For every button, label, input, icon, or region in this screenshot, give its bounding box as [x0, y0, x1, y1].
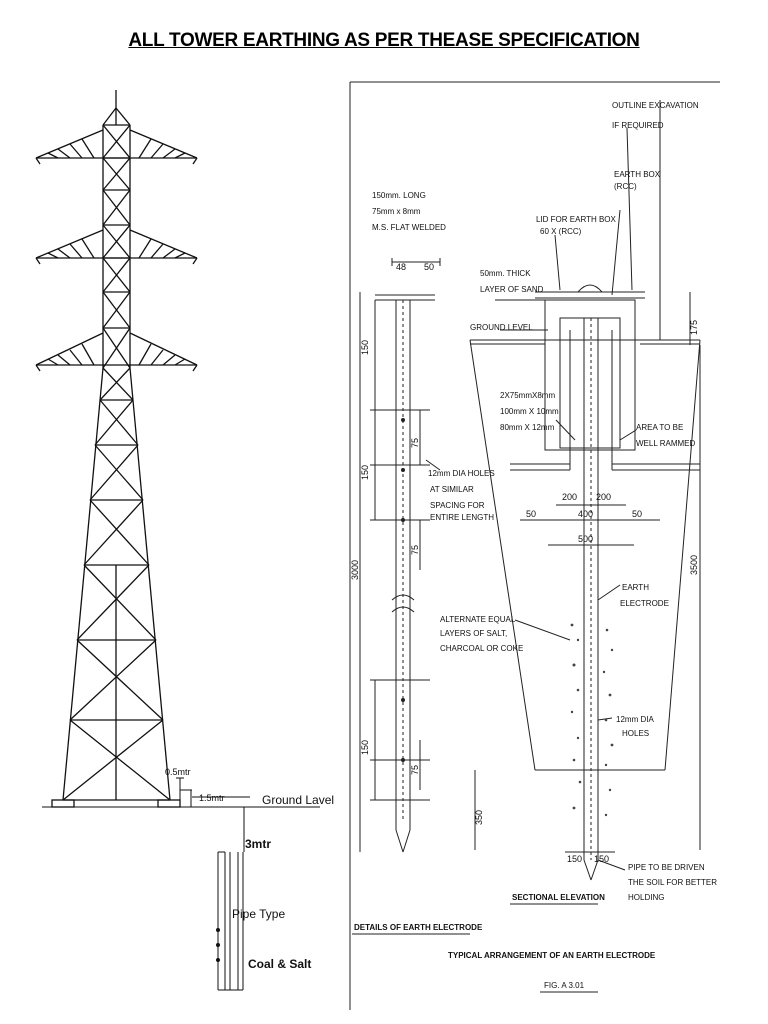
- sectional-elevation-caption: SECTIONAL ELEVATION: [512, 893, 605, 902]
- ground-level-label: GROUND LEVEL: [470, 323, 533, 332]
- rammed-label-1: AREA TO BE: [636, 423, 683, 432]
- label-3mtr: 3mtr: [245, 837, 271, 851]
- electrode-label-2: ELECTRODE: [620, 599, 669, 608]
- earth-box-label: EARTH BOX: [614, 170, 661, 179]
- drawing-frame: [349, 81, 720, 1010]
- lid-label-1: LID FOR EARTH BOX: [536, 215, 617, 224]
- outline-excavation-label: OUTLINE EXCAVATION: [612, 101, 699, 110]
- dim-200-right: 200: [596, 492, 611, 502]
- ground-lavel-label: Ground Lavel: [262, 793, 334, 807]
- sectional-elevation: [469, 100, 701, 881]
- coal-salt-label: Coal & Salt: [248, 957, 311, 971]
- alternate-label-3: CHARCOAL OR COKE: [440, 644, 523, 653]
- typical-arrangement-caption: TYPICAL ARRANGEMENT OF AN EARTH ELECTROD…: [448, 951, 656, 960]
- flat-label-3: M.S. FLAT WELDED: [372, 223, 446, 232]
- pipe-hole-markers: [216, 928, 220, 962]
- strip-label-1: 2X75mmX8mm: [500, 391, 555, 400]
- label-1-5mtr: 1.5mtr: [199, 793, 225, 803]
- dim-75-a: 75: [410, 438, 420, 448]
- pipe-driven-label-1: PIPE TO BE DRIVEN: [628, 863, 705, 872]
- page-title: ALL TOWER EARTHING AS PER THEASE SPECIFI…: [128, 30, 640, 51]
- pipe-driven-label-2: THE SOIL FOR BETTER: [628, 878, 717, 887]
- strip-label-3: 80mm X 12mm: [500, 423, 555, 432]
- dim-200-left: 200: [562, 492, 577, 502]
- details-caption: DETAILS OF EARTH ELECTRODE: [354, 923, 483, 932]
- dim-3500: 3500: [689, 555, 699, 575]
- dim-75-b: 75: [410, 545, 420, 555]
- pipe-driven-label-3: HOLDING: [628, 893, 664, 902]
- rammed-label-2: WELL RAMMED: [636, 439, 695, 448]
- dim-400: 400: [578, 509, 593, 519]
- lid-label-2: 60 X (RCC): [540, 227, 582, 236]
- dim-150-c: 150: [360, 740, 370, 755]
- dim-150-a: 150: [360, 340, 370, 355]
- holes-label-1: 12mm DIA HOLES: [428, 469, 495, 478]
- label-0-5mtr: 0.5mtr: [165, 767, 191, 777]
- dia-holes-label-2: HOLES: [622, 729, 649, 738]
- tower-dimension-lines: [176, 777, 250, 991]
- dim-350-left: 350: [474, 810, 484, 825]
- dim-3000: 3000: [350, 560, 360, 580]
- dim-50-left: 50: [526, 509, 536, 519]
- dim-50-top: 50: [424, 262, 434, 272]
- alternate-label-1: ALTERNATE EQUAL: [440, 615, 516, 624]
- salt-charcoal-fill: [570, 623, 614, 817]
- alternate-label-2: LAYERS OF SALT,: [440, 629, 507, 638]
- dim-50-right: 50: [632, 509, 642, 519]
- dim-150-b: 150: [360, 465, 370, 480]
- electrode-detail: [359, 258, 441, 853]
- transmission-tower: [35, 90, 320, 808]
- holes-label-4: ENTIRE LENGTH: [430, 513, 494, 522]
- if-required-label: IF REQUIRED: [612, 121, 664, 130]
- pipe-type-label: Pipe Type: [232, 907, 285, 921]
- dim-500: 500: [578, 534, 593, 544]
- dia-holes-label-1: 12mm DIA: [616, 715, 654, 724]
- sand-label-1: 50mm. THICK: [480, 269, 531, 278]
- electrode-holes: [401, 418, 405, 762]
- figure-caption: FIG. A 3.01: [544, 981, 585, 990]
- sand-label-2: LAYER OF SAND: [480, 285, 544, 294]
- dim-75-c: 75: [410, 765, 420, 775]
- dim-48: 48: [396, 262, 406, 272]
- electrode-label-1: EARTH: [622, 583, 649, 592]
- dim-175: 175: [689, 320, 699, 335]
- flat-label-1: 150mm. LONG: [372, 191, 426, 200]
- dim-150-left-bottom: 150: [567, 854, 582, 864]
- holes-label-2: AT SIMILAR: [430, 485, 474, 494]
- strip-label-2: 100mm X 10mm: [500, 407, 559, 416]
- dim-150-right-bottom: 150: [594, 854, 609, 864]
- holes-label-3: SPACING FOR: [430, 501, 485, 510]
- flat-label-2: 75mm x 8mm: [372, 207, 421, 216]
- earth-box-rcc-label: (RCC): [614, 182, 637, 191]
